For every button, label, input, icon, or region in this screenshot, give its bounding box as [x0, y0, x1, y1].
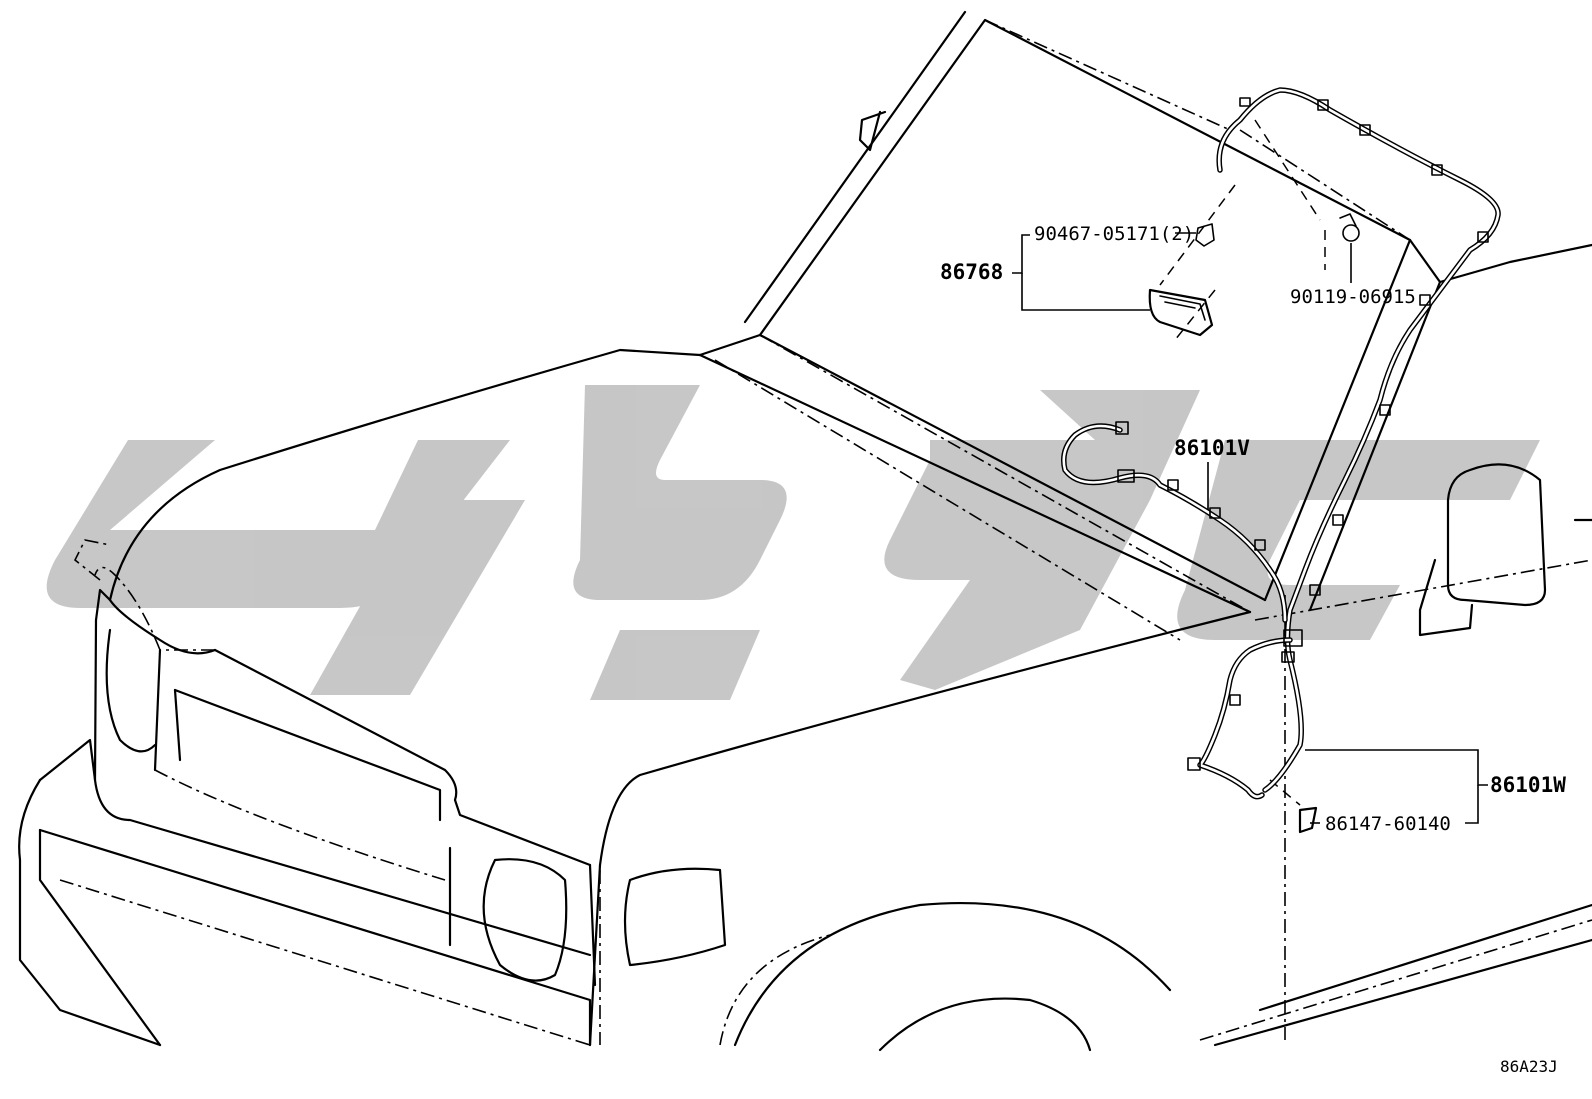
bolt-90119: [1339, 213, 1360, 242]
label-part-86101V: 86101V: [1174, 436, 1250, 460]
diagram-code: 86A23J: [1500, 1057, 1558, 1076]
vehicle-outline: [18, 10, 1592, 1052]
label-part-86768: 86768: [940, 260, 1003, 284]
logo-watermark: [46, 385, 1540, 700]
harness-86101W: [1187, 629, 1303, 800]
leader-lines: [1012, 232, 1488, 824]
clip-90467: [1195, 223, 1215, 247]
label-part-86101W: 86101W: [1490, 773, 1566, 797]
label-part-86147: 86147-60140: [1325, 813, 1451, 835]
label-part-90119: 90119-06915: [1290, 286, 1416, 308]
roof-harness: [1216, 87, 1501, 793]
harness-86101V: [1061, 421, 1288, 623]
hidden-lines: [59, 19, 1592, 1046]
bracket-86768: [1148, 288, 1214, 337]
label-part-90467: 90467-05171(2): [1034, 223, 1194, 245]
clip-86147: [1298, 806, 1318, 834]
